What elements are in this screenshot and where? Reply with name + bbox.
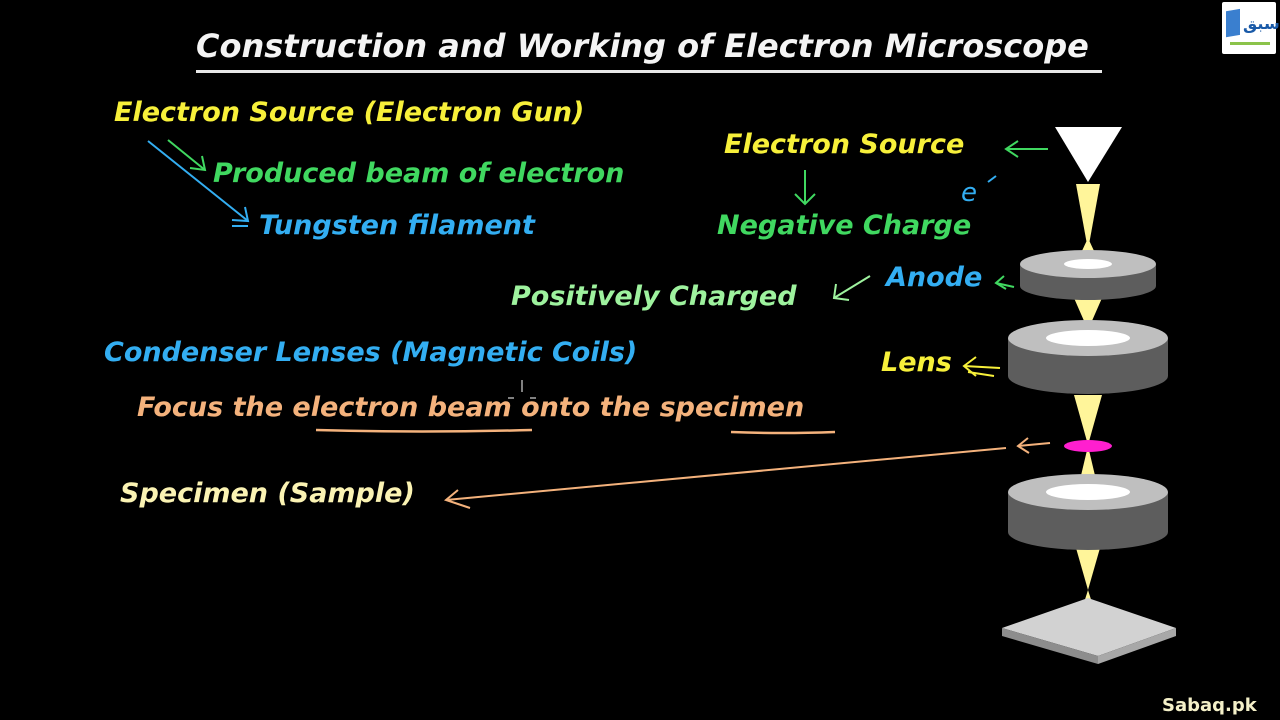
electron-source-heading: Electron Source (Electron Gun) [114,97,585,128]
specimen-heading: Specimen (Sample) [120,478,415,509]
sabaq-logo-text: سبق [1243,14,1280,33]
positively-charged-text: Positively Charged [511,281,797,312]
sabaq-logo [1222,2,1276,54]
specimen-arrow [443,447,1007,509]
electron-source-label: Electron Source [724,129,965,160]
tungsten-arrow [147,140,250,227]
objective-lens [1008,474,1168,550]
electron-gun-cone [1055,127,1122,182]
specimen-disc [1064,440,1112,452]
page-title: Construction and Working of Electron Mic… [196,27,1089,65]
electron-source-arrow [1004,140,1048,158]
viewing-screen [1002,598,1176,664]
lens-arrow [962,356,1001,377]
positive-charge-arrow [832,275,871,301]
tungsten-filament-text: Tungsten filament [259,210,535,241]
electron-beam-underline [315,428,533,433]
anode-label: Anode [886,262,983,293]
cursor-mark [508,380,536,399]
electron-stroke [987,175,997,183]
specimen-pointer-arrow [1016,437,1051,454]
produced-beam-text: Produced beam of electron [213,158,625,189]
specimen-underline [730,430,836,435]
negative-charge-label: Negative Charge [717,210,972,241]
focus-beam-text: Focus the electron beam onto the specime… [137,392,805,423]
title-underline [196,70,1102,73]
negative-charge-arrow [794,170,816,206]
condenser-lenses-heading: Condenser Lenses (Magnetic Coils) [104,337,638,368]
anode-ring [1020,250,1156,300]
produced-beam-arrow [167,139,207,172]
anode-arrow [994,275,1015,290]
electron-symbol: e [961,178,977,208]
site-brand: Sabaq.pk [1162,695,1257,716]
lens-label: Lens [881,347,952,378]
condenser-lens [1008,320,1168,394]
